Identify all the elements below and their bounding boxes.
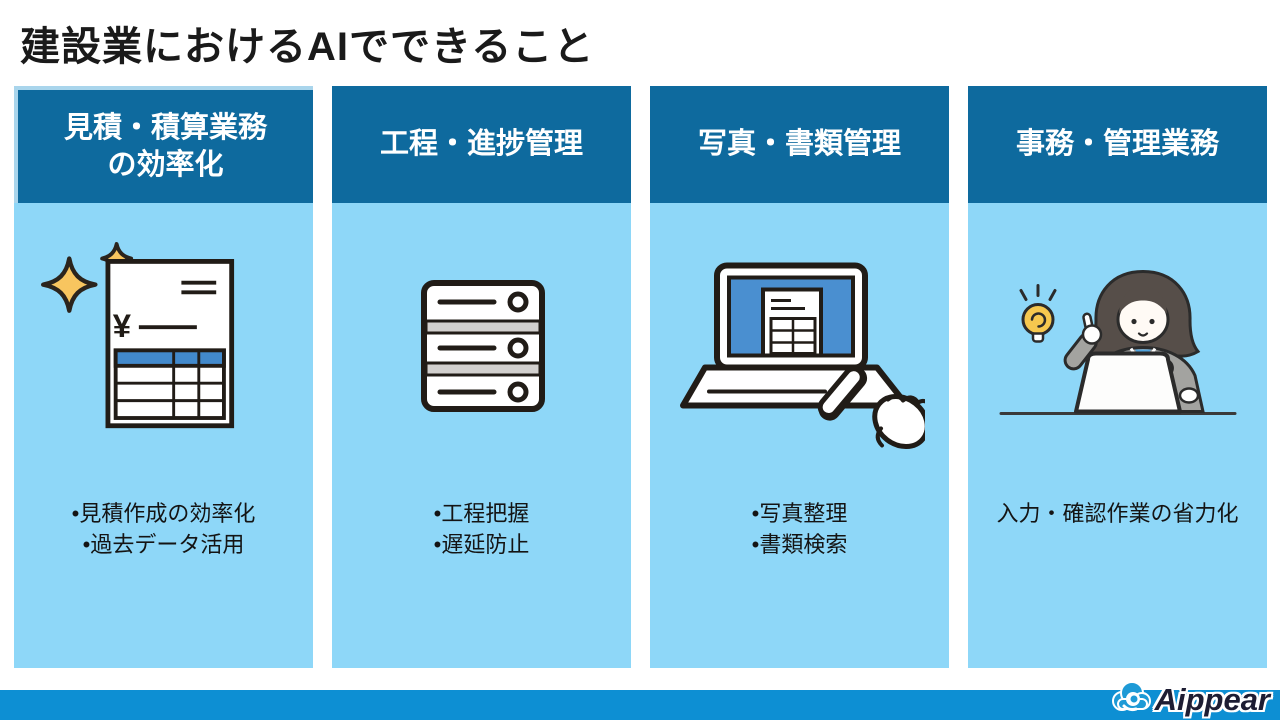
logo: Aippear: [1109, 679, 1270, 715]
column-header-photo-doc: 写真・書類管理: [650, 86, 949, 203]
bangs: [1118, 286, 1167, 313]
bullet-list: 入力・確認作業の省力化: [996, 499, 1238, 530]
column-body-schedule: •工程把握 •遅延防止: [332, 203, 631, 668]
bullet-list: •見積作成の効率化 •過去データ活用: [72, 499, 256, 561]
column-header-admin: 事務・管理業務: [968, 86, 1267, 203]
lightbulb-icon: [1019, 283, 1056, 343]
bullet-item: •工程把握: [433, 501, 530, 526]
column-body-admin: 入力・確認作業の省力化: [968, 203, 1267, 668]
bullet-item: •写真整理: [751, 501, 848, 526]
server-illustration: [420, 279, 545, 412]
column-header-line: 写真・書類管理: [697, 128, 901, 161]
page-title: 建設業におけるAIでできること: [20, 25, 595, 69]
columns-container: 見積・積算業務 の効率化 ¥: [14, 86, 1267, 668]
column-header-line: の効率化: [107, 148, 224, 181]
column-header-schedule: 工程・進捗管理: [332, 86, 631, 203]
person: [1063, 269, 1205, 413]
office-worker-illustration-wrap: [968, 218, 1267, 473]
column-header-line: 工程・進捗管理: [379, 128, 583, 161]
column-estimate: 見積・積算業務 の効率化 ¥: [14, 86, 313, 668]
column-photo-doc: 写真・書類管理: [650, 86, 949, 668]
column-header-line: 見積・積算業務: [63, 112, 267, 145]
pointing-hand-icon: [817, 365, 925, 449]
column-header-estimate: 見積・積算業務 の効率化: [14, 86, 313, 203]
sparkle-icon: [40, 255, 98, 313]
column-body-estimate: ¥ •見積作成の効率化: [14, 203, 313, 668]
bullet-list: •写真整理 •書類検索: [752, 499, 848, 561]
invoice-table: [113, 347, 226, 420]
bullet-item: •過去データ活用: [82, 531, 245, 557]
cloud-icon: [1111, 681, 1151, 712]
server-led: [507, 381, 528, 402]
server-illustration-wrap: [332, 218, 631, 473]
server-led: [507, 291, 528, 312]
hand: [1178, 386, 1199, 404]
laptop-back: [1073, 351, 1182, 413]
server-led: [507, 337, 528, 358]
column-schedule: 工程・進捗管理 •工: [332, 86, 631, 668]
server-divider: [424, 319, 541, 334]
laptop-illustration-wrap: [650, 218, 949, 473]
column-header-line: 事務・管理業務: [1015, 128, 1219, 161]
bullet-item: •書類検索: [751, 531, 848, 557]
bullet-item: •見積作成の効率化: [71, 501, 256, 526]
eye: [1148, 318, 1155, 324]
bullet-item: •遅延防止: [433, 531, 530, 557]
laptop-base: [679, 364, 910, 408]
bullet-list: •工程把握 •遅延防止: [434, 499, 530, 561]
column-admin: 事務・管理業務: [968, 86, 1267, 668]
bullet-item: 入力・確認作業の省力化: [996, 501, 1239, 526]
footer-bar: [0, 690, 1280, 720]
office-worker-illustration: [999, 269, 1236, 415]
column-body-photo-doc: •写真整理 •書類検索: [650, 203, 949, 668]
screen-document: [760, 287, 823, 357]
invoice-illustration-wrap: ¥: [14, 218, 313, 473]
server-divider: [424, 361, 541, 376]
mouth: [1137, 331, 1148, 337]
logo-text: Aippear: [1154, 682, 1270, 717]
hand: [1081, 323, 1102, 345]
yen-symbol: ¥: [112, 306, 131, 343]
invoice-illustration: ¥: [40, 241, 234, 428]
eye: [1130, 318, 1137, 324]
laptop-illustration: [679, 262, 925, 449]
